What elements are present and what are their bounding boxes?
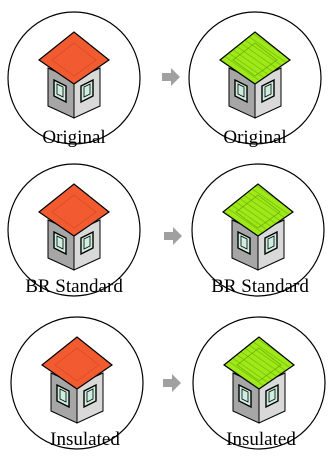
roof-red	[37, 183, 111, 237]
house-window-left-frame	[241, 388, 249, 403]
roof-green	[221, 183, 295, 237]
arrow-icon	[164, 227, 182, 245]
roof-ridge-outline	[51, 194, 97, 229]
arrow-icon	[162, 68, 180, 86]
house-icon	[40, 336, 114, 424]
house-window-right-frame	[86, 388, 94, 403]
house-window-right-frame	[267, 235, 275, 250]
panel-label: Insulated	[226, 429, 296, 450]
house-icon	[222, 336, 296, 424]
roof-ridge-outline	[54, 347, 100, 382]
roof-green	[218, 31, 292, 85]
house-window-right-frame	[264, 83, 272, 98]
panel-label: Original	[223, 127, 286, 148]
house-icon	[37, 31, 111, 119]
panel-before-original: Original	[7, 11, 141, 148]
house-window-right-frame	[83, 83, 91, 98]
row-insulated: Insulated Insulated	[10, 316, 326, 450]
roof-red	[37, 31, 111, 85]
house-icon	[218, 31, 292, 119]
roof-red	[40, 336, 114, 390]
roof-ridge-outline	[235, 194, 281, 229]
house-window-left-frame	[240, 235, 248, 250]
panel-label: Original	[42, 127, 105, 148]
house-window-left-frame	[56, 83, 64, 98]
roof-ridge-outline	[51, 42, 97, 77]
house-icon	[221, 183, 295, 271]
house-icon	[37, 183, 111, 271]
panel-before-insulated: Insulated	[10, 316, 144, 450]
house-window-left-frame	[56, 235, 64, 250]
row-br-standard: BR Standard BR Standard	[7, 163, 325, 297]
house-window-right-frame	[83, 235, 91, 250]
roof-ridge-outline	[232, 42, 278, 77]
panel-before-br-standard: BR Standard	[7, 163, 141, 297]
panel-label: Insulated	[50, 429, 120, 450]
arrow-icon	[163, 374, 181, 392]
house-window-left-frame	[237, 83, 245, 98]
house-window-left-frame	[59, 388, 67, 403]
panel-label: BR Standard	[211, 276, 309, 297]
roof-green	[222, 336, 296, 390]
house-window-right-frame	[268, 388, 276, 403]
panel-after-insulated: Insulated	[192, 316, 326, 450]
panel-after-original: Original	[188, 11, 322, 148]
panel-after-br-standard: BR Standard	[191, 163, 325, 297]
row-original: Original Original	[7, 11, 322, 148]
panel-label: BR Standard	[25, 276, 123, 297]
roof-ridge-outline	[236, 347, 282, 382]
